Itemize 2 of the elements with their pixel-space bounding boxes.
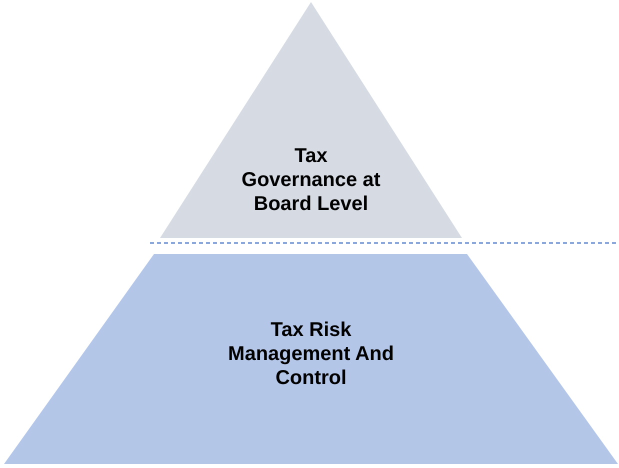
- tier-label: Tax Risk Management And Control: [227, 318, 395, 390]
- tier-label: Tax Governance at Board Level: [240, 144, 382, 216]
